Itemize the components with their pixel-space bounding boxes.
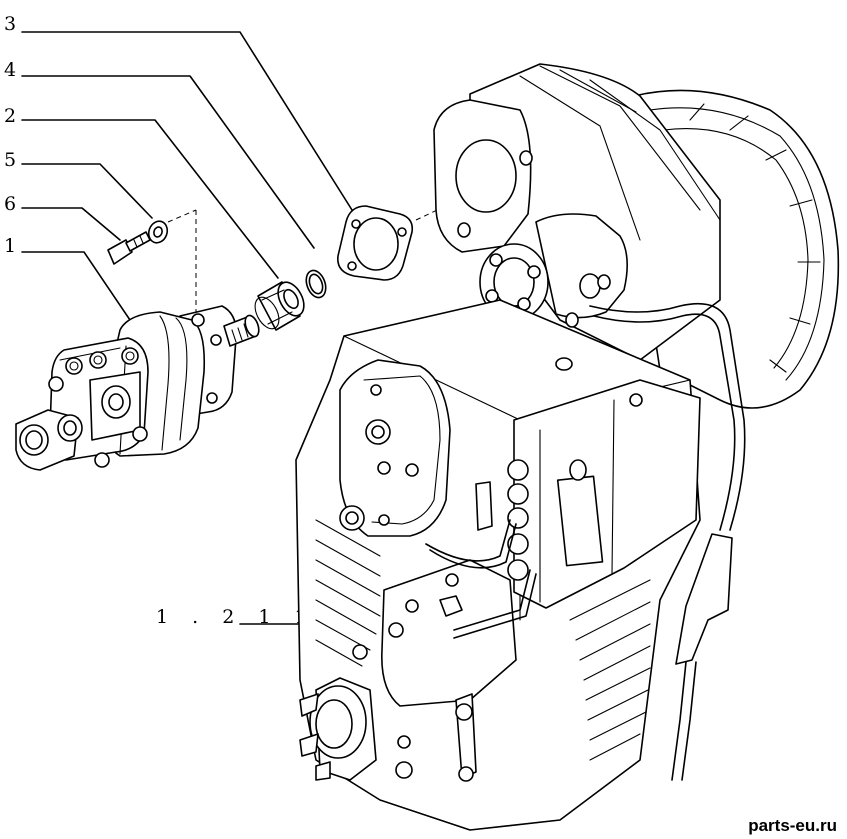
reference-label: 1 . 2 1 1 [156,606,316,628]
watermark: parts-eu.ru [746,815,839,837]
gasket-part-3 [337,205,414,281]
splined-sleeve-part-2 [254,281,305,331]
bolt-part-6 [107,231,151,265]
washer-part-5 [147,220,169,244]
callout-3: 3 [4,13,16,35]
callout-5: 5 [4,149,16,171]
callout-6: 6 [4,193,16,215]
transmission-assembly-1-2-1-1 [295,63,840,831]
hydraulic-pump-part-1 [15,305,260,471]
callout-1: 1 [4,235,16,257]
leader-lines [21,31,353,643]
callout-2: 2 [4,105,16,127]
callout-4: 4 [4,59,16,81]
o-ring-part-4 [305,269,327,299]
